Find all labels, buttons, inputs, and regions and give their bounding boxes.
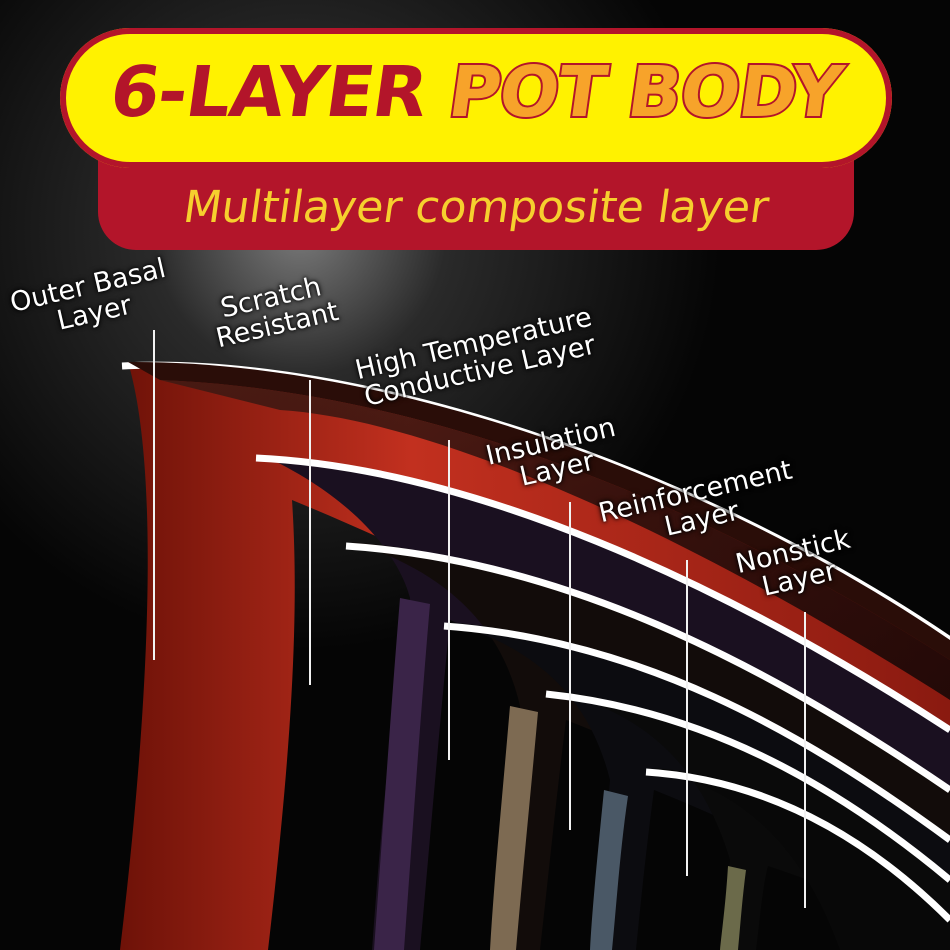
- leader-line-insulation: [569, 502, 571, 830]
- leader-line-reinforcement: [686, 560, 688, 876]
- outer-basal-layer-shape: [120, 361, 950, 950]
- title-part-2: POT BODY: [442, 49, 849, 135]
- subtitle: Multilayer composite layer: [180, 182, 772, 233]
- banner-yellow-pill: [60, 28, 892, 168]
- leader-line-conductive: [448, 440, 450, 760]
- leader-line-outer-basal: [153, 330, 155, 660]
- title-part-1: 6-LAYER: [105, 51, 432, 133]
- leader-line-scratch-resistant: [309, 380, 311, 685]
- scratch-rim-highlight: [255, 454, 950, 733]
- header-banner: 6-LAYER POT BODY Multilayer composite la…: [60, 28, 892, 250]
- nonstick-layer-shape: [652, 768, 950, 950]
- page-title: 6-LAYER POT BODY: [53, 42, 899, 142]
- insulation-rim-highlight: [443, 622, 950, 843]
- conductive-rim-highlight: [345, 542, 950, 793]
- reinforcement-rim-highlight: [545, 690, 950, 883]
- leader-line-nonstick: [804, 612, 806, 908]
- nonstick-rim-highlight: [645, 768, 950, 923]
